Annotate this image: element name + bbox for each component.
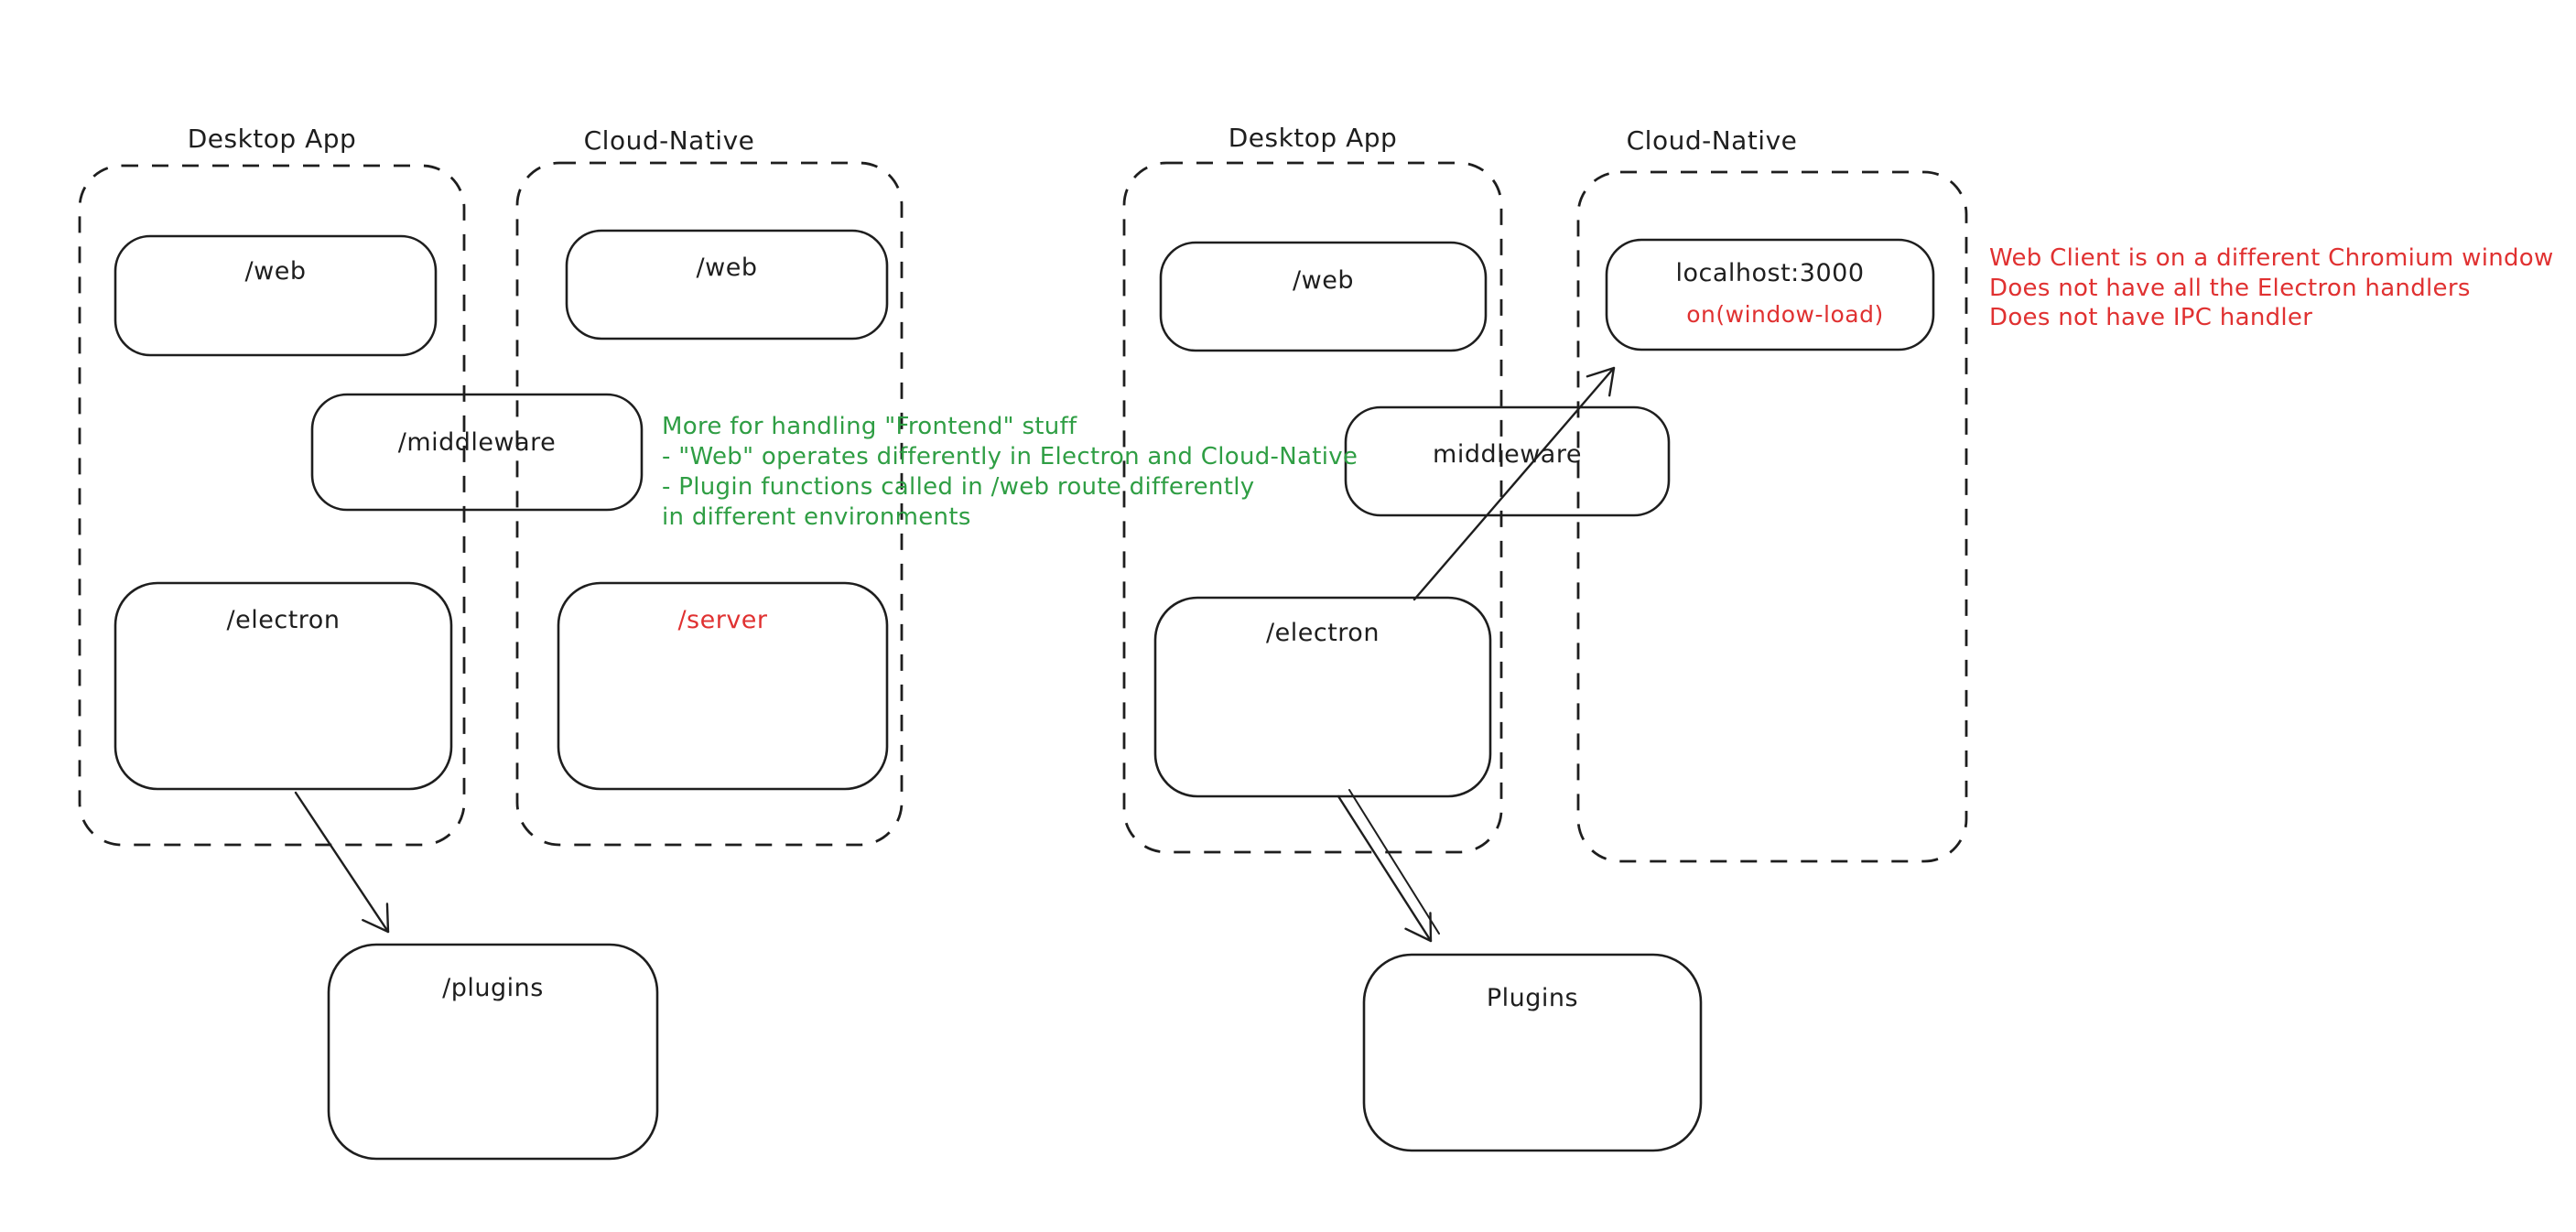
node-label-localhost-3000: localhost:3000 bbox=[1675, 259, 1865, 287]
node-label-web-desktop-left: /web bbox=[244, 257, 307, 286]
container-cloud-native-right bbox=[1576, 170, 1968, 863]
node-electron-left bbox=[114, 581, 453, 791]
node-plugins-right bbox=[1362, 953, 1703, 1152]
arrow-electron-to-localhost-right bbox=[1412, 366, 1616, 601]
node-label-electron-left: /electron bbox=[226, 606, 341, 634]
node-label-middleware-left: /middleware bbox=[397, 428, 557, 457]
node-electron-right bbox=[1153, 596, 1492, 798]
red-note-line-3: Does not have IPC handler bbox=[1989, 304, 2313, 331]
green-note-line-3: - Plugin functions called in /web route … bbox=[662, 473, 1255, 501]
node-label-server-left: /server bbox=[677, 606, 768, 634]
node-label-web-cloud-left: /web bbox=[696, 254, 758, 282]
node-label-middleware-right: middleware bbox=[1433, 440, 1582, 469]
node-label-web-right: /web bbox=[1293, 266, 1354, 295]
arrow-electron-to-plugins-right-sketch-stroke bbox=[1348, 789, 1440, 935]
group-label-desktop-app-left: Desktop App bbox=[187, 124, 357, 154]
node-web-cloud-left bbox=[565, 229, 889, 340]
node-web-right bbox=[1159, 241, 1488, 352]
node-server-left bbox=[557, 581, 889, 791]
red-note-line-2: Does not have all the Electron handlers bbox=[1989, 275, 2471, 302]
node-web-desktop-left bbox=[114, 234, 438, 357]
arrow-electron-to-plugins-right bbox=[1337, 794, 1433, 943]
green-note-line-1: More for handling "Frontend" stuff bbox=[662, 413, 1077, 440]
node-label-on-window-load: on(window-load) bbox=[1686, 301, 1884, 328]
node-localhost-3000 bbox=[1605, 238, 1935, 351]
group-label-cloud-native-right: Cloud-Native bbox=[1626, 125, 1798, 156]
node-label-plugins-right: Plugins bbox=[1486, 984, 1579, 1012]
red-note-line-1: Web Client is on a different Chromium wi… bbox=[1989, 244, 2554, 272]
green-note-line-4: in different environments bbox=[662, 503, 971, 531]
group-label-cloud-native-left: Cloud-Native bbox=[583, 125, 755, 156]
group-label-desktop-app-right: Desktop App bbox=[1228, 123, 1398, 153]
node-middleware-left bbox=[310, 393, 644, 512]
container-cloud-native-left bbox=[515, 161, 904, 847]
green-note-line-2: - "Web" operates differently in Electron… bbox=[662, 443, 1358, 470]
node-label-plugins-left: /plugins bbox=[442, 974, 544, 1002]
node-middleware-right bbox=[1344, 405, 1671, 517]
node-plugins-left bbox=[327, 943, 659, 1161]
arrow-electron-to-plugins-left bbox=[294, 791, 390, 934]
node-label-electron-right: /electron bbox=[1266, 619, 1380, 647]
